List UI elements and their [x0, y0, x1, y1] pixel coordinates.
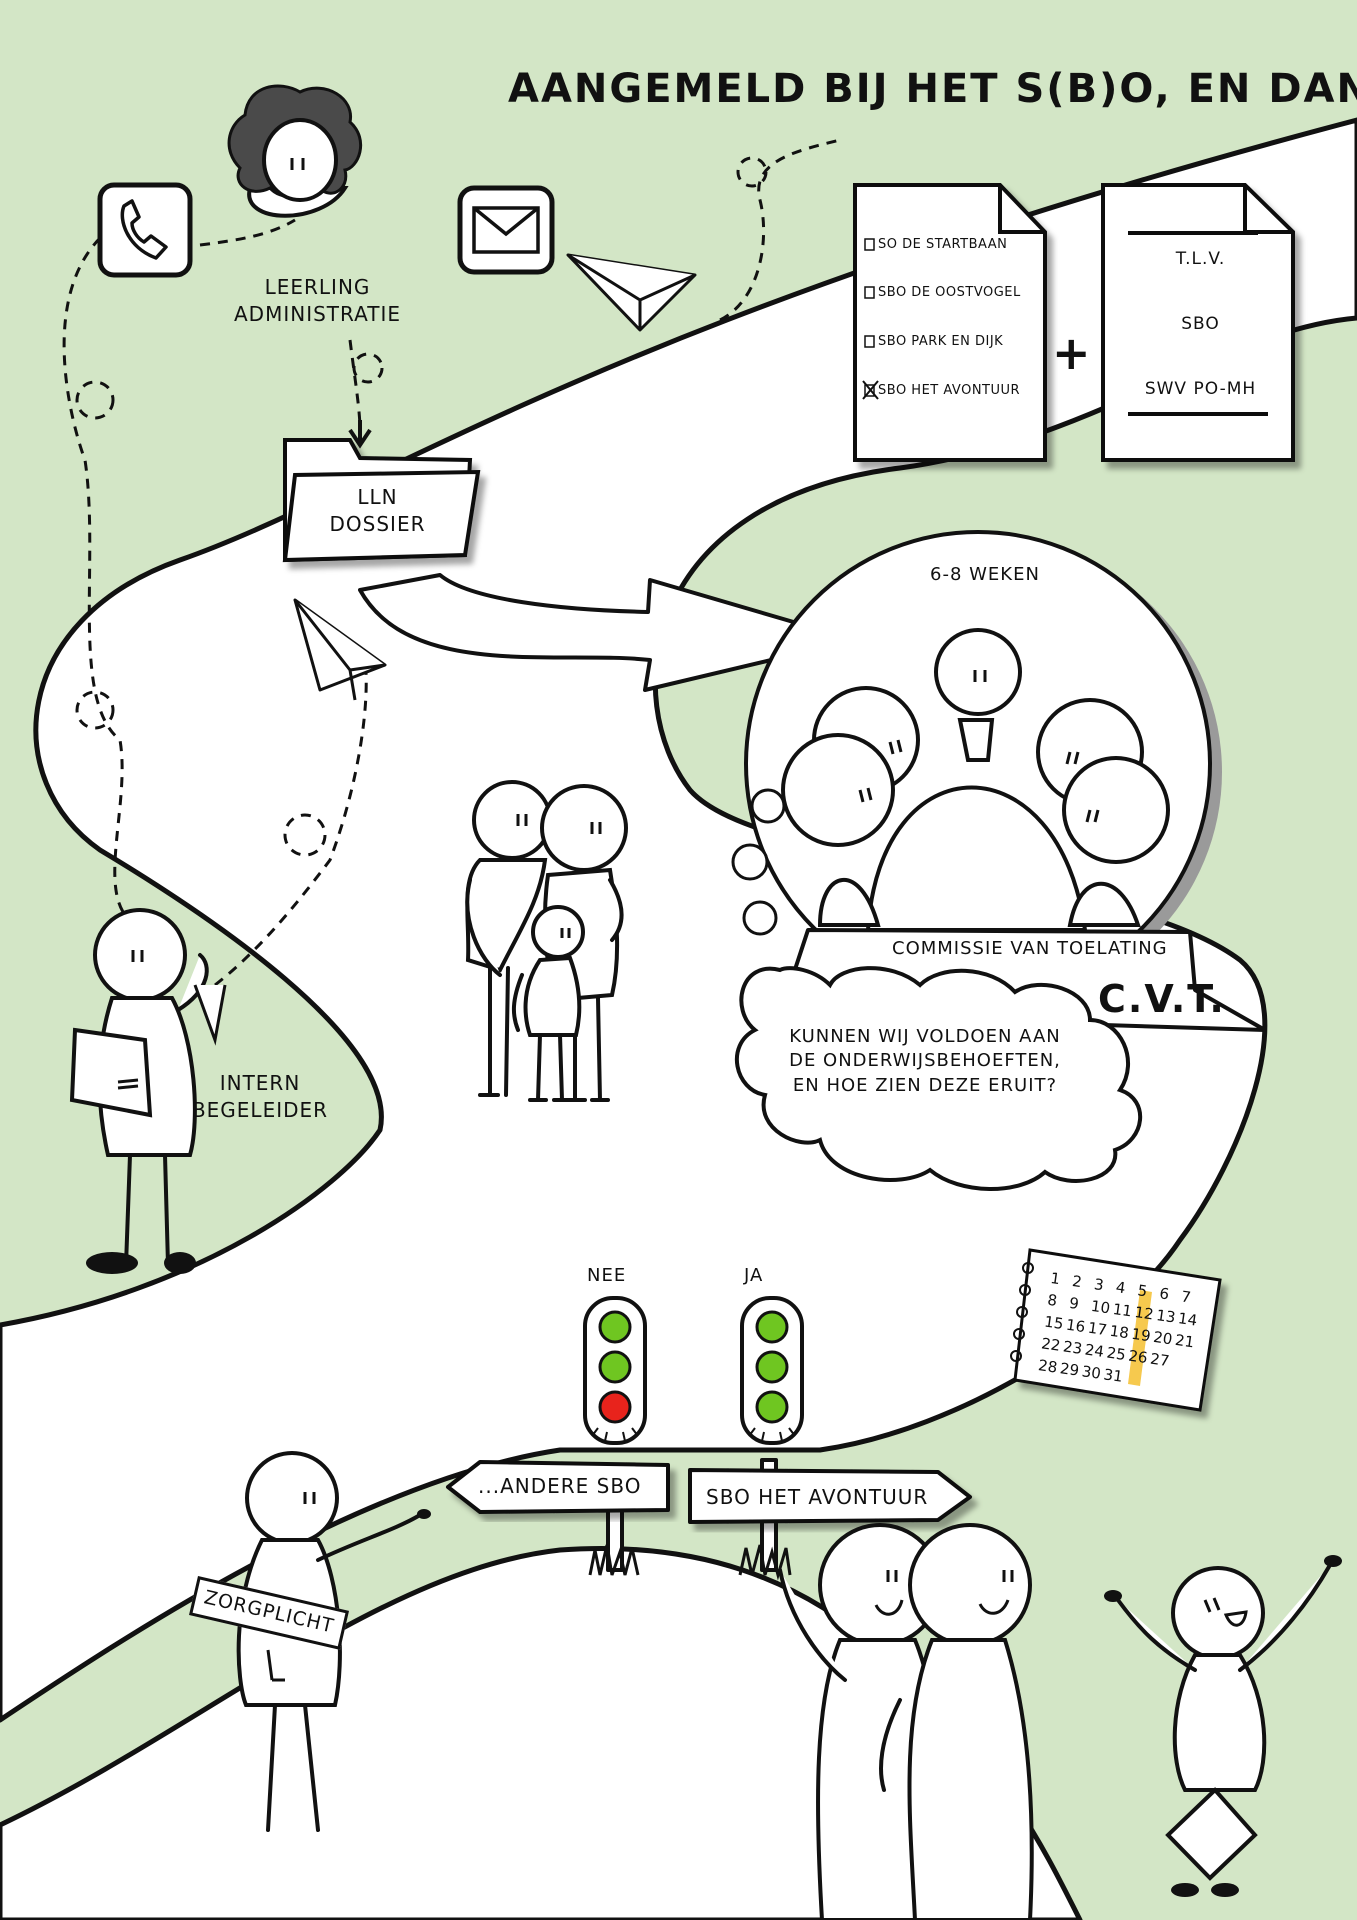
sign-other-school: ...Andere SBO — [478, 1474, 642, 1498]
role-line: Leerling — [264, 275, 371, 299]
process-arrow — [358, 573, 857, 692]
calendar-day: 30 — [1081, 1362, 1102, 1382]
calendar-rings — [1010, 1262, 1034, 1362]
traffic-light-icon — [583, 1296, 647, 1445]
question-line: de onderwijsbehoeften, — [789, 1050, 1061, 1072]
cheering-child — [1116, 1563, 1332, 1881]
family-figures — [465, 780, 628, 1102]
calendar-day: 1 — [1049, 1269, 1061, 1288]
calendar-day: 21 — [1174, 1331, 1195, 1351]
question-cloud — [735, 966, 1143, 1191]
cheering-child-details — [1104, 1555, 1342, 1897]
calendar-day: 17 — [1087, 1319, 1108, 1339]
calendar-day: 16 — [1065, 1316, 1086, 1336]
calendar-day: 18 — [1109, 1322, 1130, 1342]
calendar-day: 23 — [1062, 1337, 1083, 1357]
tlv-line: SWV PO-MH — [1144, 379, 1257, 399]
calendar-day: 5 — [1136, 1281, 1148, 1300]
form-tlv — [1101, 183, 1295, 462]
calendar-day: 27 — [1149, 1350, 1170, 1370]
calendar-icon — [1013, 1248, 1222, 1412]
calendar-day: 20 — [1152, 1328, 1173, 1348]
calendar-day: 12 — [1133, 1303, 1154, 1323]
duration-label: 6-8 weken — [930, 564, 1040, 585]
happy-parents — [778, 1523, 1034, 1920]
intern-begeleider-details — [86, 950, 227, 1274]
traffic-light-icon — [740, 1296, 804, 1445]
calendar-day: 2 — [1071, 1272, 1083, 1291]
calendar-day: 7 — [1180, 1287, 1192, 1306]
calendar-day: 6 — [1158, 1284, 1170, 1303]
role-line: Administratie — [234, 302, 401, 326]
calendar-day: 22 — [1040, 1334, 1061, 1354]
tlv-line: SBO — [1181, 314, 1220, 334]
calendar-day: 11 — [1112, 1300, 1133, 1320]
checkbox-list — [862, 238, 879, 400]
family-eyes — [516, 814, 602, 938]
form-school-choice — [853, 183, 1047, 462]
happy-parents-faces — [874, 1570, 1014, 1616]
calendar-day: 26 — [1127, 1347, 1148, 1367]
decision-yes-label: Ja — [744, 1265, 764, 1286]
calendar-day: 3 — [1093, 1275, 1105, 1294]
school-option: SO De Startbaan — [878, 237, 1008, 252]
school-option-selected: SBO Het Avontuur — [878, 383, 1021, 398]
question-line: en hoe zien deze eruit? — [792, 1074, 1058, 1096]
calendar-day: 8 — [1046, 1291, 1058, 1310]
plus-sign: + — [1052, 326, 1092, 380]
committee-title: Commissie van toelating — [892, 938, 1168, 959]
calendar-day: 10 — [1090, 1297, 1111, 1317]
committee-abbreviation: C.V.T. — [1098, 977, 1226, 1021]
calendar-day: 4 — [1115, 1278, 1127, 1297]
committee-question: Kunnen wij voldoen aan de onderwijsbehoe… — [755, 1025, 1095, 1098]
committee-eyes — [858, 670, 1100, 823]
dossier-line: Dossier — [329, 512, 426, 536]
role-line: Begeleider — [191, 1098, 329, 1122]
school-option: SBO De Oostvogel — [878, 285, 1021, 300]
grass-tufts — [588, 1544, 792, 1581]
dashed-routes — [62, 138, 841, 987]
decision-no-label: Nee — [587, 1265, 627, 1286]
school-option: SBO Park en Dijk — [878, 334, 1004, 349]
role-leerling-administratie: Leerling Administratie — [230, 274, 405, 328]
envelope-icon — [457, 185, 555, 275]
calendar-day: 19 — [1130, 1325, 1151, 1345]
folder-icon — [282, 438, 481, 563]
question-line: Kunnen wij voldoen aan — [789, 1026, 1061, 1047]
calendar-day: 25 — [1106, 1344, 1127, 1364]
calendar-highlight — [1128, 1290, 1152, 1386]
calendar-day: 29 — [1059, 1359, 1080, 1379]
calendar-day: 24 — [1084, 1340, 1105, 1360]
calendar-day: 31 — [1102, 1365, 1123, 1385]
paper-plane-icon — [293, 598, 387, 701]
figure-intern-begeleider — [69, 908, 209, 1267]
tlv-line: T.L.V. — [1175, 249, 1226, 269]
calendar-day: 9 — [1068, 1294, 1080, 1313]
phone-icon — [97, 182, 193, 278]
dossier-label: LLN Dossier — [315, 484, 440, 538]
calendar-day: 14 — [1177, 1309, 1198, 1329]
paper-plane-icon — [566, 253, 697, 332]
role-intern-begeleider: Intern Begeleider — [185, 1070, 335, 1124]
calendar-day: 15 — [1043, 1313, 1064, 1333]
committee-members — [781, 628, 1170, 932]
role-line: Intern — [219, 1071, 301, 1095]
dossier-line: LLN — [357, 485, 398, 509]
arrow-down — [348, 420, 372, 449]
figure-leerling-administratie — [227, 84, 362, 218]
zorgplicht-details — [266, 1492, 431, 1682]
calendar-day: 13 — [1155, 1306, 1176, 1326]
signposts — [446, 1458, 972, 1572]
page-title: Aangemeld bij het S(B)O, en dan? — [508, 66, 1357, 112]
sign-chosen-school: SBO Het Avontuur — [706, 1485, 929, 1509]
calendar-day: 28 — [1037, 1356, 1058, 1376]
